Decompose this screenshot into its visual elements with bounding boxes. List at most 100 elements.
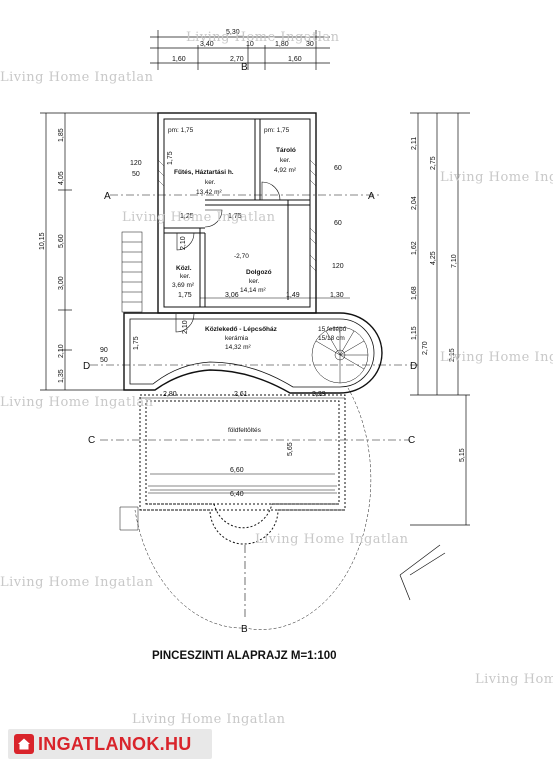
mid-dimension-lines [140, 297, 350, 491]
watermark-9: Living Home Ingatlan [475, 672, 553, 687]
dim-mid16: 50 [132, 171, 140, 178]
watermark-2: Living Home Ingatlan [186, 30, 340, 45]
stair-label: 15 fellépő [318, 326, 347, 333]
dim-d2: 50 [100, 357, 108, 364]
dim-left5: 1,85 [58, 128, 65, 142]
room-dolgozo-floor: ker. [249, 278, 260, 285]
dim-mid15: 120 [130, 160, 142, 167]
dim-right6: 1,62 [411, 241, 418, 255]
section-c-left: C [88, 435, 95, 446]
dim-top1: 5,30 [226, 29, 240, 36]
dim-top5: 30 [306, 41, 314, 48]
dim-right7: 4,25 [430, 251, 437, 265]
dim-right2: 5,15 [459, 448, 466, 462]
room-kozl-name: Közl. [176, 265, 192, 272]
ingatlanok-logo[interactable]: INGATLANOK.HU [8, 729, 212, 759]
dim-d6: 1,75 [133, 336, 140, 350]
dim-mid7: 3,06 [225, 292, 239, 299]
watermark-7: Living Home Ingatlan [255, 532, 409, 547]
right-dimensions [410, 112, 470, 526]
room-kozl-area: 3,69 m² [172, 282, 195, 289]
watermark-4: Living Home Ingatlan [122, 210, 276, 225]
dim-mid5: 6,60 [230, 467, 244, 474]
watermark-3: Living Home Ingatlan [440, 170, 553, 185]
room-tarolo-area: 4,92 m² [274, 167, 297, 174]
left-dimensions [40, 112, 160, 391]
dim-right4: 2,75 [430, 156, 437, 170]
upper-walls [157, 112, 317, 314]
section-d-right: D [410, 361, 417, 372]
door-swings [175, 181, 281, 333]
dim-mid8: 1,49 [286, 292, 300, 299]
watermark-6: Living Home Ingatlan [440, 350, 553, 365]
stair-label-2: 15/18 cm [318, 335, 345, 342]
room-kozlekedo-area: 14,32 m² [225, 344, 251, 351]
watermark-8: Living Home Ingatlan [0, 575, 154, 590]
room-kozl-floor: ker. [180, 273, 191, 280]
dim-mid11: 1,75 [178, 292, 192, 299]
dim-d4: 2,10 [182, 320, 189, 334]
terrace-arc-left [119, 506, 139, 531]
section-d-left: D [83, 361, 90, 372]
watermark-5: Living Home Ingatlan [0, 395, 154, 410]
terrace-arc [134, 387, 372, 630]
room-dolgozo-name: Dolgozó [246, 269, 272, 276]
room-tarolo-floor: ker. [280, 157, 291, 164]
dim-d1: 90 [100, 347, 108, 354]
dim-mid1: 2,80 [163, 391, 177, 398]
dim-right1: 7,10 [451, 254, 458, 268]
pm-label-1: pm: 1,75 [168, 127, 194, 134]
dim-right8: 1,68 [411, 286, 418, 300]
dim-left1: 10,15 [39, 232, 46, 250]
section-lines [90, 194, 420, 620]
room-futes-floor: ker. [205, 179, 216, 186]
dim-mid10: 1,25 [180, 213, 194, 220]
section-b-bottom: B [241, 624, 248, 635]
section-c-right: C [408, 435, 415, 446]
room-dolgozo-area: 14,14 m² [240, 287, 266, 294]
dim-mid12: 1,75 [228, 213, 242, 220]
section-b-top: B [241, 62, 248, 73]
dim-top3: 10 [246, 41, 254, 48]
top-dimensions [150, 30, 330, 70]
room-futes-area: 13,42 m² [196, 189, 222, 196]
room-futes-name: Fűtés, Háztartási h. [174, 169, 234, 176]
dim-right5: 2,04 [411, 196, 418, 210]
watermark-10: Living Home Ingatlan [132, 712, 286, 727]
outside-stairs [121, 231, 143, 313]
dim-mid13: 60 [334, 165, 342, 172]
room-kozlekedo-floor: kerámia [225, 335, 249, 342]
dim-d5: 1,75 [167, 151, 174, 165]
dim-left3: 5,60 [58, 234, 65, 248]
corner-lines [399, 544, 446, 601]
dim-right9: 2,70 [422, 341, 429, 355]
logo-text: INGATLANOK.HU [38, 733, 192, 754]
dim-mid9: 1,30 [330, 292, 344, 299]
room-foldfeltoltes-name: földfeltöltés [228, 427, 262, 434]
lower-foundation [139, 394, 346, 545]
dim-right3: 2,11 [411, 137, 418, 150]
pm-label-2: pm: 1,75 [264, 127, 290, 134]
room-tarolo-name: Tároló [276, 147, 296, 154]
dim-right11: 1,15 [411, 326, 418, 340]
dim-top4: 1,80 [275, 41, 289, 48]
plan-title: PINCESZINTI ALAPRAJZ M=1:100 [152, 650, 337, 662]
dim-mid3: 3,29 [312, 391, 326, 398]
dim-mid4: 5,65 [287, 442, 294, 456]
room-kozlekedo-name: Közlekedő - Lépcsőház [205, 326, 278, 333]
wall-hatching [157, 159, 317, 272]
dim-right10: 2,15 [449, 348, 456, 362]
dim-left4: 3,00 [58, 276, 65, 290]
dim-top8: 1,60 [288, 56, 302, 63]
dim-mid17: 120 [332, 263, 344, 270]
house-icon [14, 734, 34, 754]
section-a-right: A [368, 191, 375, 202]
section-a-left: A [104, 191, 111, 202]
dim-mid14: 60 [334, 220, 342, 227]
dim-left7: 1,35 [58, 369, 65, 383]
dim-mid6: 6,40 [230, 491, 244, 498]
watermark-1: Living Home Ingatlan [0, 70, 154, 85]
dim-top2: 3,40 [200, 41, 214, 48]
level-label: -2,70 [234, 253, 249, 260]
